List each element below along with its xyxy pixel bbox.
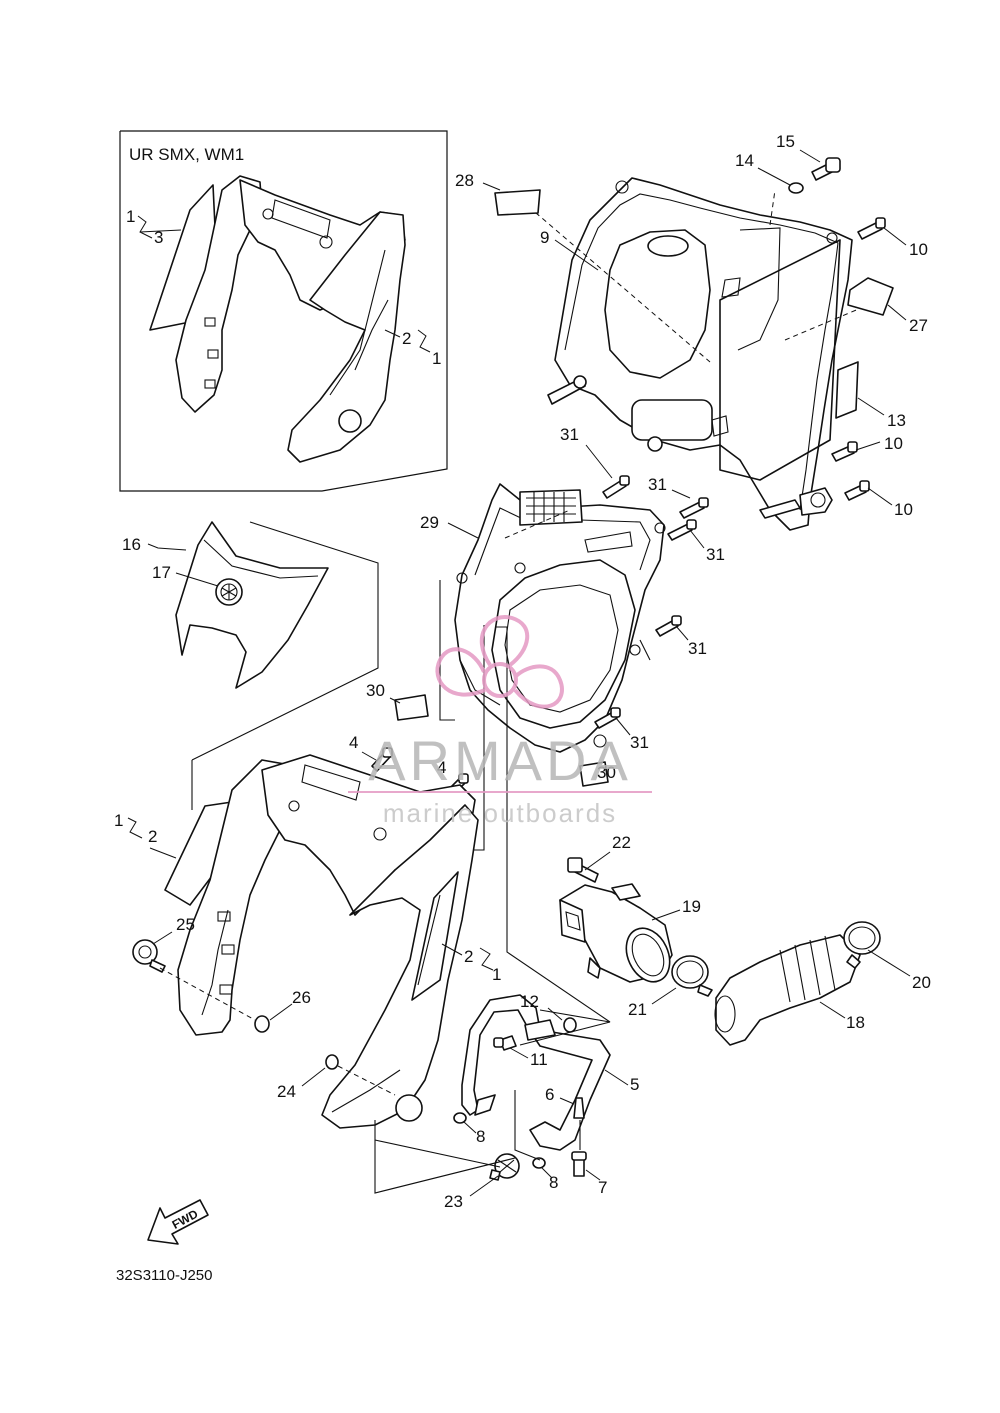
label-13: 13 [887, 411, 906, 430]
label-10-top: 10 [909, 240, 928, 259]
label-10-low: 10 [894, 500, 913, 519]
label-10-mid: 10 [884, 434, 903, 453]
label-7: 7 [598, 1178, 607, 1197]
label-4-b: 4 [437, 758, 446, 777]
watermark-brand: ARMADA [368, 729, 632, 792]
inset-right-side-cover [287, 211, 406, 463]
label-19: 19 [682, 897, 701, 916]
plate-13 [835, 361, 859, 419]
label-28: 28 [455, 171, 474, 190]
armada-watermark: ARMADA marine outboards [348, 615, 652, 828]
nut-24 [325, 1054, 339, 1070]
air-intake-assembly [559, 857, 881, 1046]
washer-14 [788, 182, 804, 194]
label-20: 20 [912, 973, 931, 992]
label-31-e: 31 [630, 733, 649, 752]
label-3-inset: 3 [154, 228, 163, 247]
front-cover-assembly [175, 521, 379, 761]
nut-26 [254, 1015, 270, 1033]
label-31-b: 31 [648, 475, 667, 494]
label-26: 26 [292, 988, 311, 1007]
label-30-a: 30 [366, 681, 385, 700]
label-17: 17 [152, 563, 171, 582]
label-22: 22 [612, 833, 631, 852]
fastener-25 [132, 939, 158, 965]
label-24: 24 [277, 1082, 296, 1101]
label-25: 25 [176, 915, 195, 934]
washer-8b [532, 1157, 546, 1169]
screws-31 [594, 475, 709, 729]
label-6: 6 [545, 1085, 554, 1104]
handle-5 [461, 994, 611, 1151]
label-29: 29 [420, 513, 439, 532]
grille-mesh [526, 492, 576, 522]
pin-6 [573, 1097, 585, 1119]
diagram-code: 32S3110-J250 [116, 1267, 212, 1284]
label-2-inset: 2 [402, 329, 411, 348]
label-14: 14 [735, 151, 754, 170]
label-11: 11 [530, 1050, 548, 1069]
right-side-cover [321, 804, 479, 1129]
lower-side-covers [164, 754, 479, 1129]
label-31-c: 31 [706, 545, 725, 564]
inner-panel-assembly [514, 177, 881, 531]
handle-assembly [453, 994, 611, 1177]
propeller-logo-icon [435, 615, 564, 709]
label-15: 15 [776, 132, 795, 151]
inset-panel: UR SMX, WM1 1 3 2 1 [119, 130, 448, 492]
label-1-right: 1 [492, 965, 501, 984]
fasteners-lower-left [132, 939, 520, 1194]
label-12: 12 [520, 992, 539, 1011]
washer-8a [453, 1112, 467, 1124]
label-2-right: 2 [464, 947, 473, 966]
label-31-a: 31 [560, 425, 579, 444]
watermark-tagline: marine outboards [383, 798, 617, 828]
fwd-arrow-icon: FWD [147, 1199, 209, 1245]
inset-title: UR SMX, WM1 [129, 145, 244, 164]
label-1-left: 1 [114, 811, 123, 830]
nut-12 [563, 1017, 577, 1033]
label-4-a: 4 [349, 733, 358, 752]
inset-left-side-cover [175, 175, 263, 413]
label-5: 5 [630, 1075, 639, 1094]
part-16-front-cover [175, 521, 329, 689]
label-9: 9 [540, 228, 549, 247]
assembly-boundary-lines [191, 580, 611, 1023]
label-23: 23 [444, 1192, 463, 1211]
label-18: 18 [846, 1013, 865, 1032]
label-8-a: 8 [476, 1127, 485, 1146]
brackets-30 [394, 694, 609, 787]
label-2-left: 2 [148, 827, 157, 846]
label-16: 16 [122, 535, 141, 554]
label-31-d: 31 [688, 639, 707, 658]
label-1-inset-b: 1 [432, 349, 441, 368]
label-8-b: 8 [549, 1173, 558, 1192]
fasteners-upper [494, 157, 894, 501]
label-21: 21 [628, 1000, 647, 1019]
label-plate-27 [847, 277, 894, 316]
label-30-b: 30 [597, 763, 616, 782]
front-grille-assembly [454, 483, 666, 753]
label-1-inset-a: 1 [126, 207, 135, 226]
label-plate-28 [494, 189, 541, 216]
label-27: 27 [909, 316, 928, 335]
